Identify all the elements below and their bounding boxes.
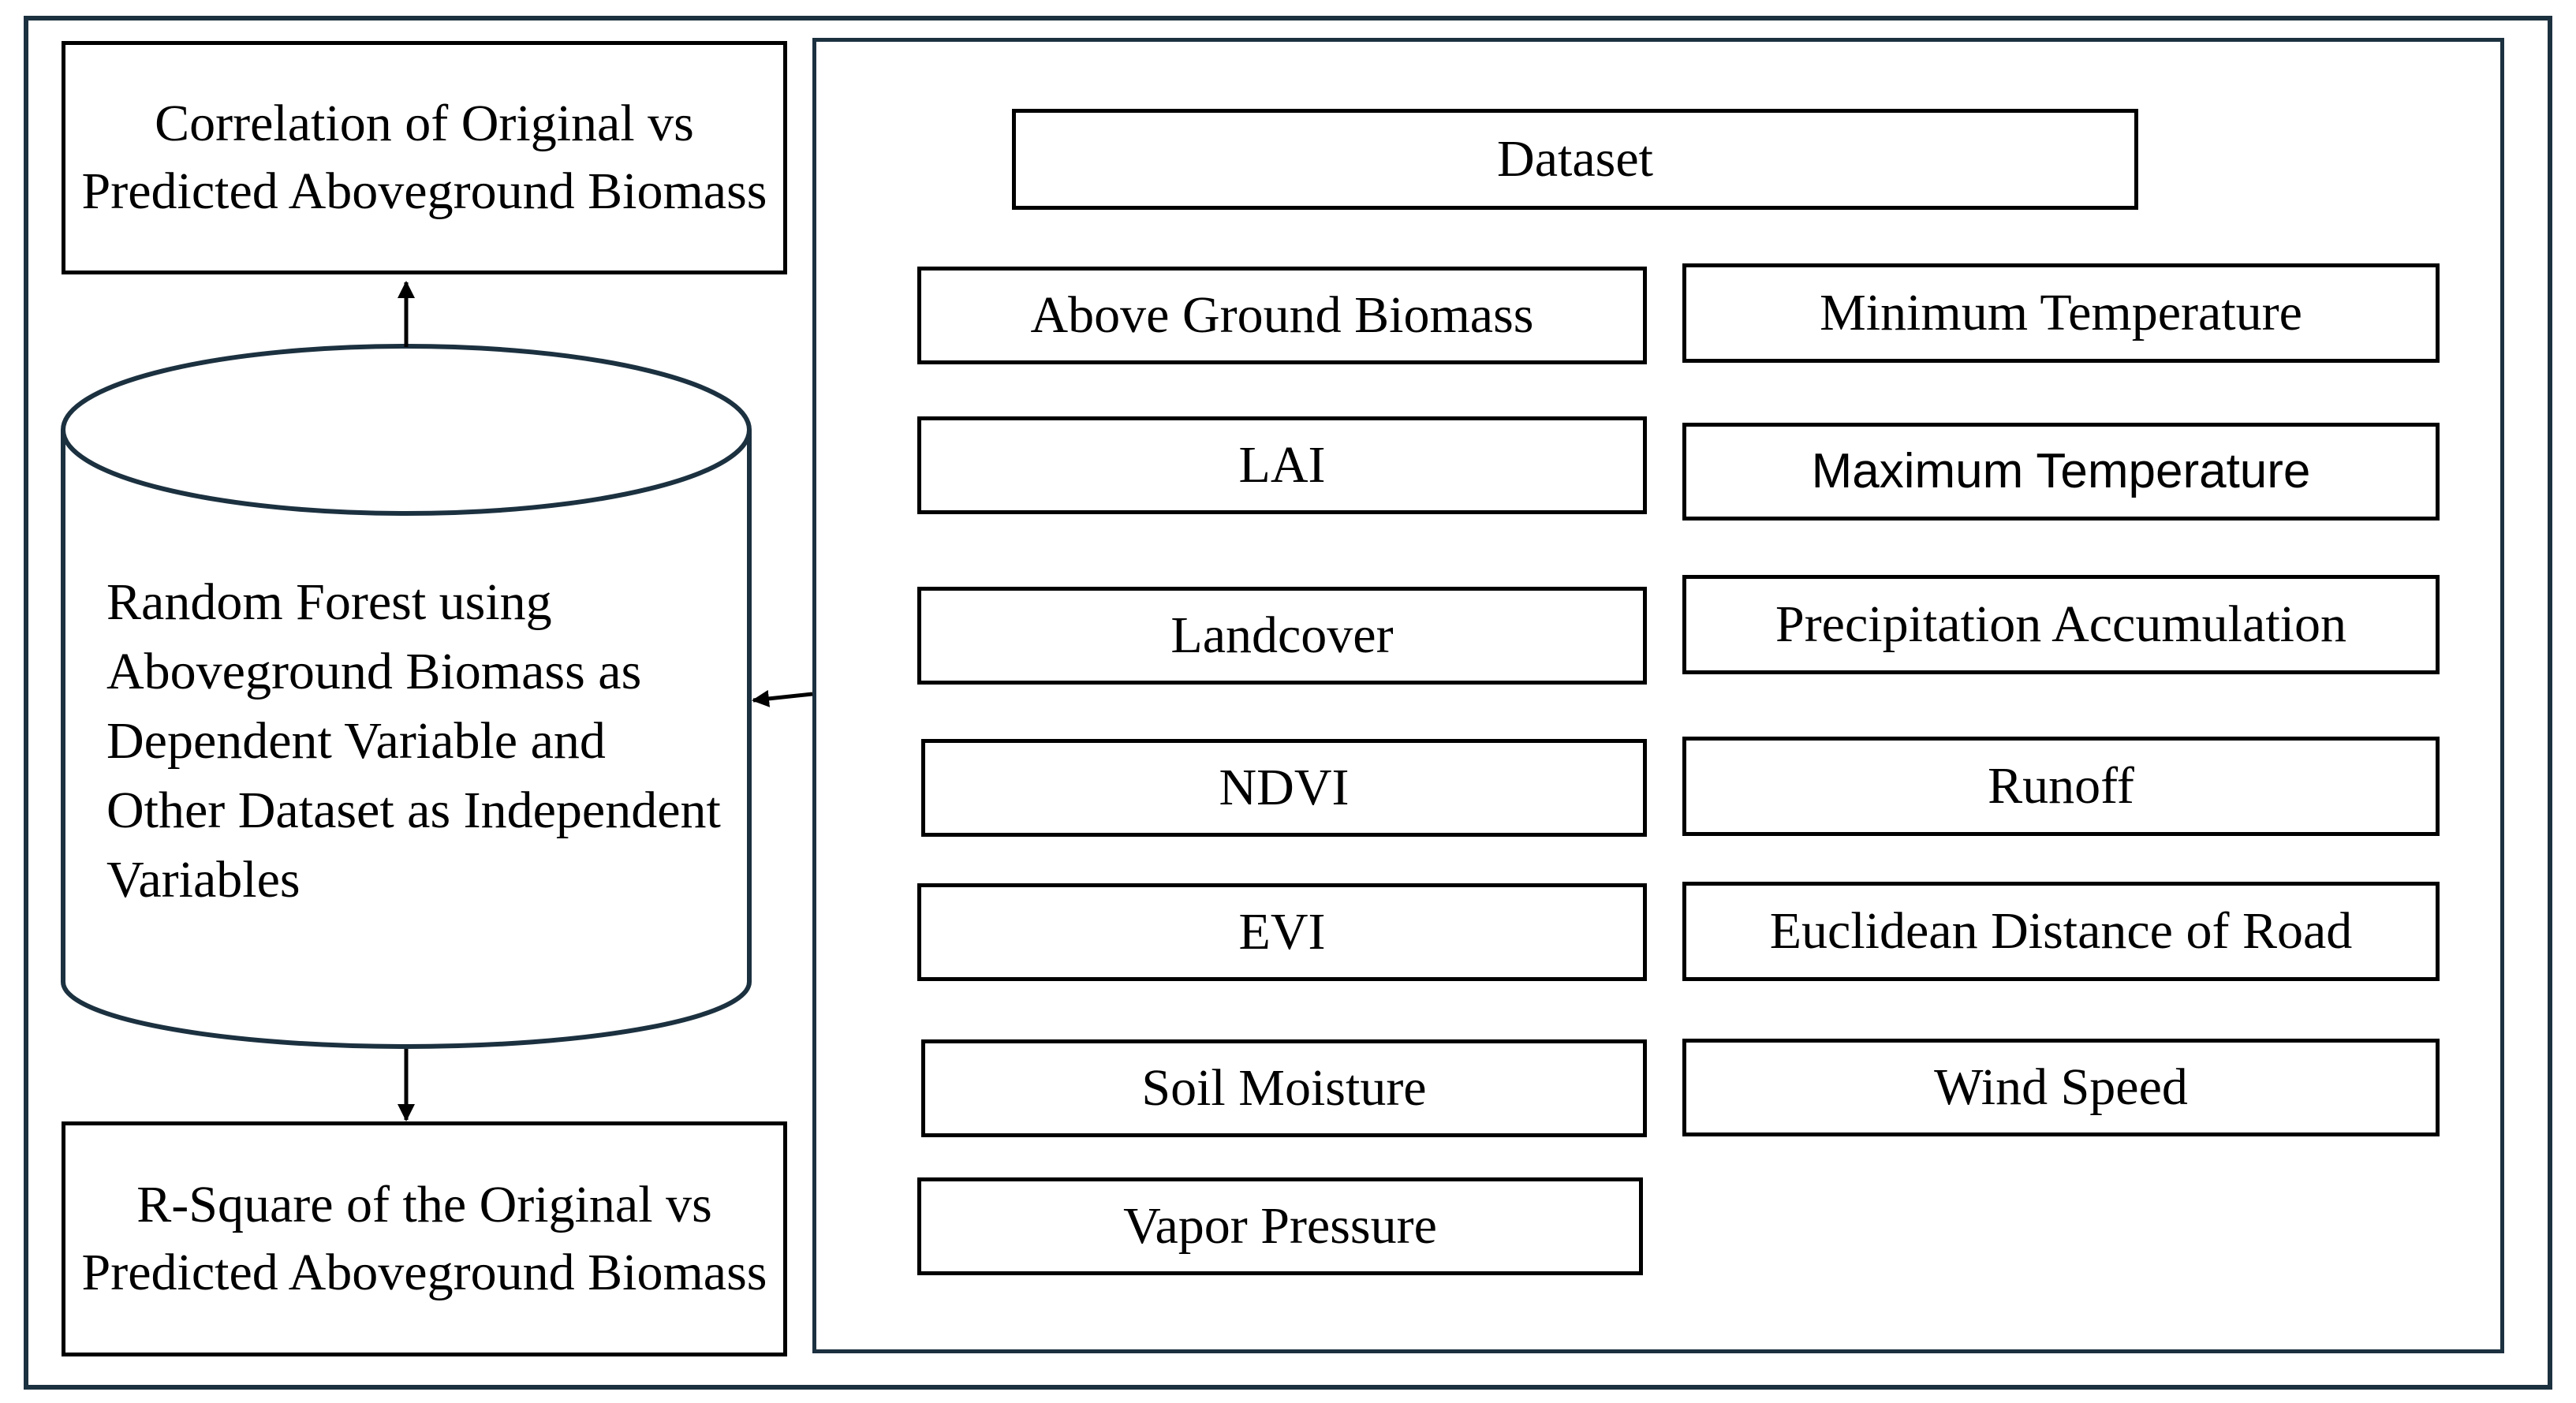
correlation-label: Correlation of Original vs Predicted Abo… (81, 95, 767, 220)
dataset-item-label: Vapor Pressure (1123, 1197, 1437, 1256)
dataset-item-label: EVI (1238, 903, 1326, 961)
dataset-item: Landcover (917, 587, 1647, 685)
dataset-title: Dataset (1497, 130, 1653, 188)
dataset-item: Vapor Pressure (917, 1177, 1643, 1275)
dataset-item-label: Runoff (1988, 757, 2134, 815)
dataset-item: Soil Moisture (921, 1039, 1647, 1137)
dataset-item: Maximum Temperature (1682, 423, 2440, 521)
dataset-item: LAI (917, 416, 1647, 514)
correlation-box: Correlation of Original vs Predicted Abo… (62, 41, 787, 274)
outer-frame (24, 16, 2552, 1390)
dataset-item-label: Wind Speed (1934, 1058, 2188, 1117)
model-label: Random Forest using Aboveground Biomass … (106, 573, 721, 909)
dataset-item-label: Landcover (1170, 606, 1394, 665)
dataset-item-label: LAI (1238, 436, 1326, 494)
arrow-dataset-to-model (752, 689, 813, 707)
model-cylinder (61, 344, 752, 1049)
dataset-title-box: Dataset (1012, 109, 2138, 210)
dataset-panel (812, 38, 2504, 1353)
dataset-item-label: Euclidean Distance of Road (1769, 902, 2353, 961)
rsquare-box: R-Square of the Original vs Predicted Ab… (62, 1121, 787, 1356)
dataset-item: NDVI (921, 739, 1647, 837)
dataset-item-label: Maximum Temperature (1811, 443, 2311, 498)
dataset-item-label: Precipitation Accumulation (1775, 595, 2346, 654)
dataset-item: Runoff (1682, 737, 2440, 836)
dataset-item: Euclidean Distance of Road (1682, 882, 2440, 981)
dataset-item-label: Above Ground Biomass (1030, 286, 1534, 345)
dataset-item: EVI (917, 883, 1647, 981)
dataset-item: Minimum Temperature (1682, 263, 2440, 363)
dataset-item: Wind Speed (1682, 1039, 2440, 1136)
dataset-item: Above Ground Biomass (917, 267, 1647, 364)
dataset-item-label: Minimum Temperature (1820, 284, 2302, 342)
dataset-item-label: NDVI (1219, 759, 1350, 817)
rsquare-label: R-Square of the Original vs Predicted Ab… (81, 1176, 767, 1301)
dataset-item-label: Soil Moisture (1141, 1059, 1427, 1118)
dataset-item: Precipitation Accumulation (1682, 575, 2440, 674)
